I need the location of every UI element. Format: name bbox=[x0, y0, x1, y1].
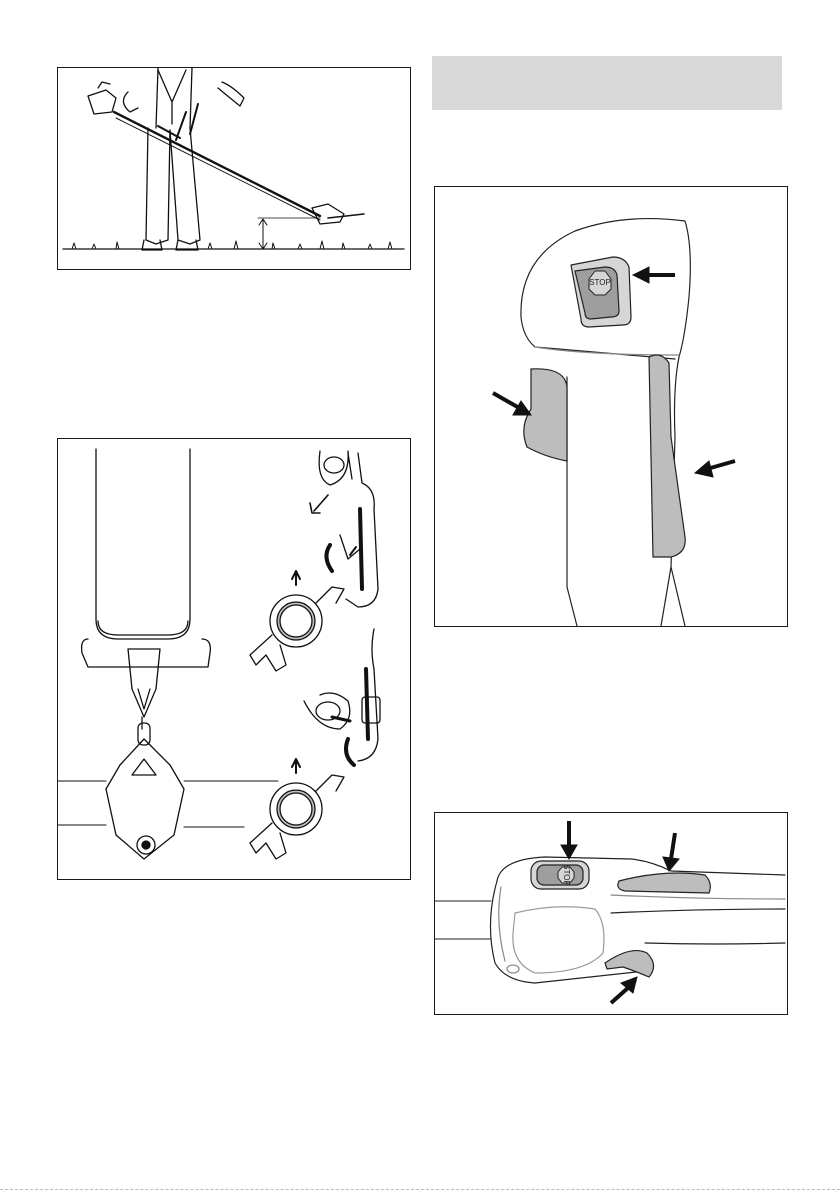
control-handle-top-view: STOP bbox=[435, 813, 787, 1014]
throttle-lock-lever-top bbox=[618, 873, 710, 893]
figure-harness-release bbox=[57, 438, 411, 880]
figure-control-handle-top: STOP bbox=[434, 812, 788, 1015]
page-bottom-edge bbox=[0, 1189, 840, 1190]
stop-label-top: STOP bbox=[562, 864, 571, 886]
section-header-bar bbox=[432, 56, 782, 110]
control-handle-side-view: STOP bbox=[435, 187, 787, 626]
stop-label: STOP bbox=[589, 278, 611, 287]
figure-control-handle-side: STOP bbox=[434, 186, 788, 627]
throttle-trigger bbox=[649, 355, 685, 557]
figure-trimmer-operation bbox=[57, 67, 411, 270]
person-operating-trimmer-illustration bbox=[58, 68, 410, 269]
harness-quick-release-illustration bbox=[58, 439, 410, 879]
